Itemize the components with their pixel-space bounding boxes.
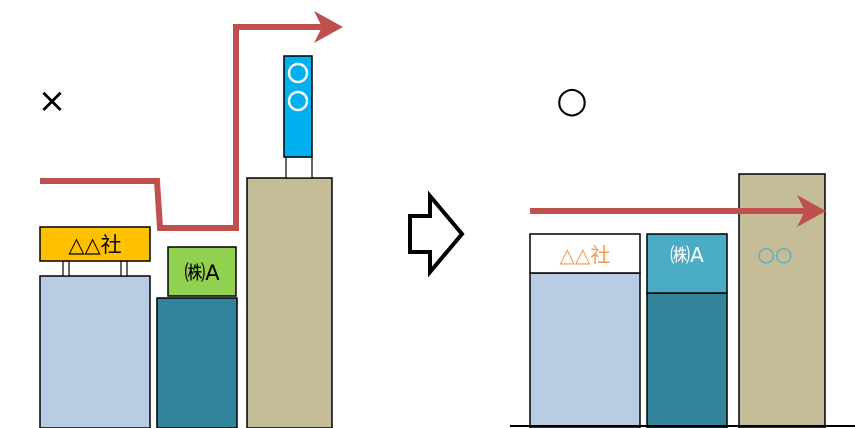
sign-triangle-company-after-label: △△社 (560, 243, 611, 267)
sign-post-left (63, 261, 69, 276)
sign-circles-after-label: ○○ (758, 242, 793, 266)
before-panel: × △△社 ㈱A (38, 11, 343, 428)
verdict-good-mark: ○ (556, 80, 587, 121)
building-light-blue-after (530, 273, 640, 428)
building-light-blue (40, 276, 150, 428)
rooftop-sign-support (286, 157, 312, 178)
sign-company-a-label: ㈱A (184, 261, 220, 285)
building-teal-after (647, 293, 727, 428)
building-teal (157, 298, 237, 428)
building-khaki (247, 178, 332, 428)
after-panel: ○ △△社 ㈱A ○○ (510, 80, 855, 428)
sign-company-a-after-label: ㈱A (670, 243, 704, 267)
verdict-bad-mark: × (38, 81, 67, 121)
sign-triangle-company-label: △△社 (68, 233, 121, 257)
sign-post-right (121, 261, 127, 276)
transition-arrow (410, 196, 462, 272)
